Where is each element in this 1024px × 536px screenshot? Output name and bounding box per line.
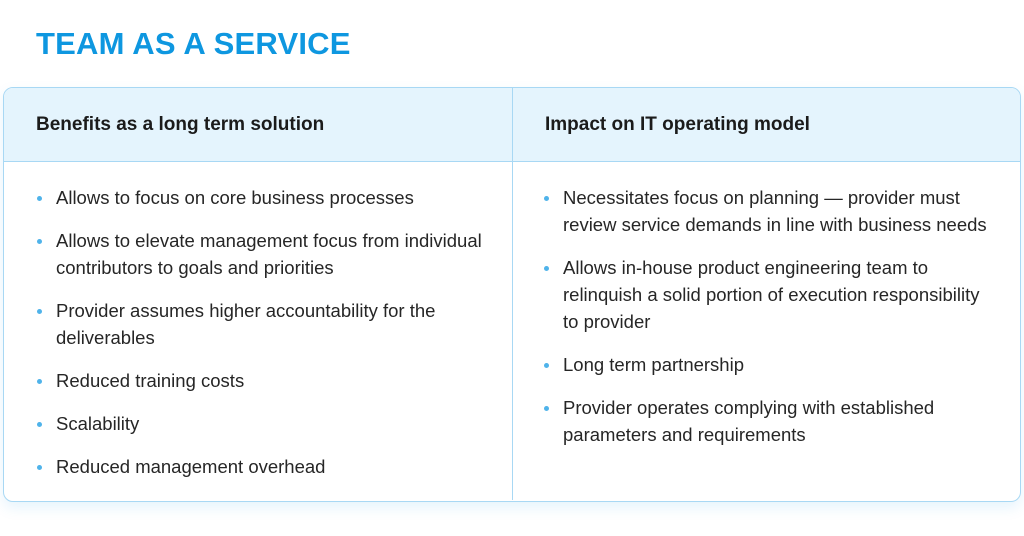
list-item-text: Scalability (56, 413, 140, 434)
list-item: Long term partnership (541, 351, 990, 378)
list-item-text: Reduced training costs (56, 370, 245, 391)
list-item-text: Provider assumes higher accountability f… (56, 300, 436, 348)
page-title: TEAM AS A SERVICE (36, 26, 351, 61)
list-item: Scalability (34, 410, 492, 437)
list-item: Reduced management overhead (34, 453, 492, 480)
list-item-text: Provider operates complying with establi… (563, 397, 935, 445)
list-item-text: Necessitates focus on planning — provide… (563, 187, 987, 235)
table-body-row: Allows to focus on core business process… (4, 162, 1020, 500)
list-item: Reduced training costs (34, 367, 492, 394)
list-item-text: Long term partnership (563, 354, 744, 375)
bullet-icon (544, 363, 549, 368)
header-impact: Impact on IT operating model (545, 113, 810, 135)
comparison-table: Benefits as a long term solution Impact … (3, 87, 1021, 502)
bullet-icon (544, 406, 549, 411)
bullet-icon (37, 465, 42, 470)
list-item: Necessitates focus on planning — provide… (541, 184, 990, 238)
bullet-icon (37, 422, 42, 427)
bullet-icon (544, 266, 549, 271)
impact-list: Necessitates focus on planning — provide… (541, 184, 990, 448)
list-item: Allows to focus on core business process… (34, 184, 492, 211)
benefits-column: Allows to focus on core business process… (4, 162, 513, 500)
list-item-text: Allows to elevate management focus from … (56, 230, 482, 278)
list-item: Provider operates complying with establi… (541, 394, 990, 448)
bullet-icon (37, 196, 42, 201)
impact-column: Necessitates focus on planning — provide… (513, 162, 1020, 500)
table-header-row: Benefits as a long term solution Impact … (4, 88, 1020, 162)
bullet-icon (37, 309, 42, 314)
bullet-icon (37, 239, 42, 244)
list-item-text: Reduced management overhead (56, 456, 326, 477)
bullet-icon (544, 196, 549, 201)
list-item-text: Allows to focus on core business process… (56, 187, 414, 208)
benefits-list: Allows to focus on core business process… (34, 184, 492, 480)
header-benefits: Benefits as a long term solution (4, 88, 513, 161)
list-item: Allows in-house product engineering team… (541, 254, 990, 335)
list-item-text: Allows in-house product engineering team… (563, 257, 980, 332)
list-item: Allows to elevate management focus from … (34, 227, 492, 281)
list-item: Provider assumes higher accountability f… (34, 297, 492, 351)
bullet-icon (37, 379, 42, 384)
